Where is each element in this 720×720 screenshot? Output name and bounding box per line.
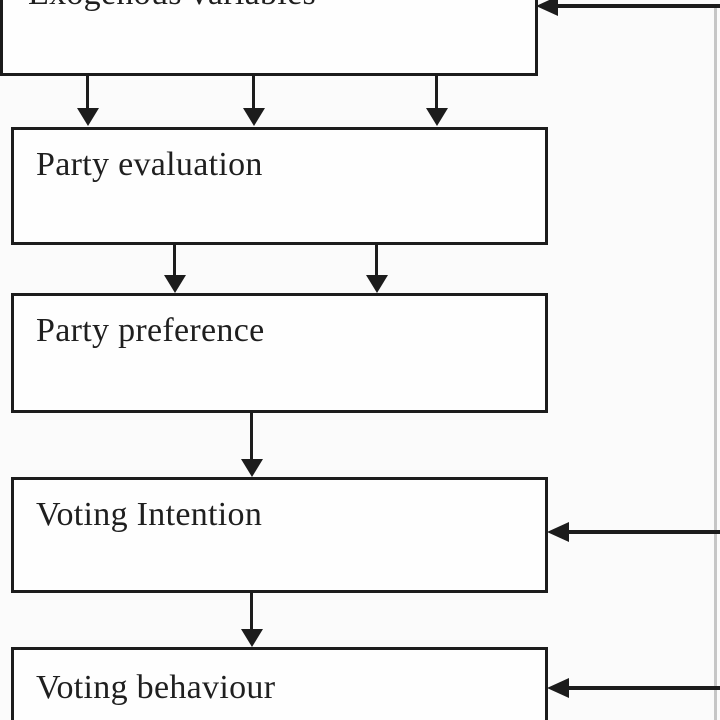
box-voting-behaviour: Voting behaviour [11,647,548,720]
arrowhead-left-icon [547,678,569,698]
arrow-shaft [252,76,255,110]
box-label-party-evaluation: Party evaluation [36,146,263,183]
box-exogenous-variables: Exogenous variables [0,0,538,76]
arrow-shaft [86,76,89,110]
box-label-voting-behaviour: Voting behaviour [36,669,276,706]
arrow-shaft [565,686,720,690]
box-party-preference: Party preference [11,293,548,413]
box-label-party-preference: Party preference [36,312,265,349]
feedback-vertical-line [714,5,717,720]
box-party-evaluation: Party evaluation [11,127,548,245]
arrowhead-down-icon [426,108,448,126]
arrowhead-down-icon [366,275,388,293]
arrowhead-down-icon [243,108,265,126]
arrow-shaft [173,245,176,277]
arrowhead-down-icon [164,275,186,293]
arrowhead-left-icon [536,0,558,16]
box-label-exogenous-variables: Exogenous variables [28,0,316,14]
arrow-shaft [375,245,378,277]
arrowhead-down-icon [77,108,99,126]
box-voting-intention: Voting Intention [11,477,548,593]
arrow-shaft [565,530,720,534]
arrowhead-down-icon [241,629,263,647]
arrow-shaft [554,4,720,8]
arrow-shaft [250,413,253,461]
arrow-shaft [435,76,438,110]
arrow-shaft [250,593,253,631]
box-label-voting-intention: Voting Intention [36,496,263,533]
arrowhead-down-icon [241,459,263,477]
arrowhead-left-icon [547,522,569,542]
